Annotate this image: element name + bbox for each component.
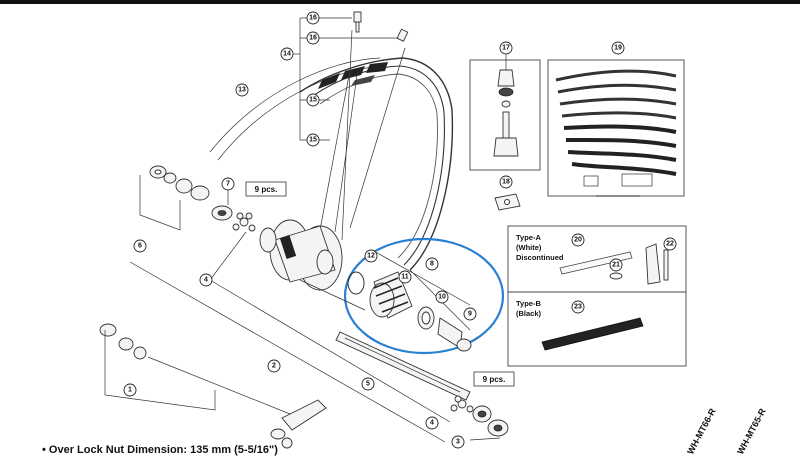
svg-text:15: 15 [309,137,317,144]
rim-tape-parts [541,243,669,351]
top-rule [0,0,800,4]
type-b-title: Type-B [516,299,541,308]
callout-21: 21 [609,258,623,272]
callout-1: 1 [123,383,137,397]
svg-text:23: 23 [574,304,582,311]
svg-text:9: 9 [468,311,472,318]
callout-17: 17 [499,41,513,55]
type-a-title: Type-A [516,233,541,242]
svg-text:6: 6 [138,243,142,250]
callout-15-upper: 15 [306,93,320,107]
svg-text:12: 12 [367,253,375,260]
callout-13: 13 [235,83,249,97]
svg-text:4: 4 [430,420,434,427]
spoke-nipple-parts [353,11,409,42]
svg-text:18: 18 [502,179,510,186]
pcs-label-upper: 9 pcs. [245,181,287,197]
callout-20: 20 [571,233,585,247]
svg-text:22: 22 [666,241,674,248]
svg-text:2: 2 [272,363,276,370]
callout-8: 8 [425,257,439,271]
callout-4-upper: 4 [199,273,213,287]
svg-text:17: 17 [502,45,510,52]
svg-text:8: 8 [430,261,434,268]
axle-part [335,331,471,401]
rim-drawing [209,29,454,271]
callout-3: 3 [451,435,465,449]
callout-6: 6 [133,239,147,253]
callout-22: 22 [663,237,677,251]
svg-text:3: 3 [456,439,460,446]
svg-text:4: 4 [204,277,208,284]
svg-text:13: 13 [238,87,246,94]
callout-4-lower: 4 [425,416,439,430]
freehub-parts [347,249,472,352]
decal-stripes [555,69,677,197]
type-a-color: (White) [516,243,542,252]
callout-2: 2 [267,359,281,373]
callout-16-top: 16 [306,11,320,25]
svg-text:11: 11 [401,274,409,281]
callout-14: 14 [280,47,294,61]
hub-body [259,219,343,291]
svg-text:15: 15 [309,97,317,104]
callout-9: 9 [463,307,477,321]
callout-15-lower: 15 [306,133,320,147]
valve-parts [493,55,519,157]
svg-text:14: 14 [283,51,291,58]
callout-19: 19 [611,41,625,55]
svg-text:10: 10 [438,294,446,301]
svg-text:19: 19 [614,45,622,52]
callout-18: 18 [499,175,513,189]
right-end-parts [450,395,509,437]
quick-release [99,323,327,449]
svg-text:16: 16 [309,15,317,22]
callout-5: 5 [361,377,375,391]
callout-10: 10 [435,290,449,304]
left-axle-parts [139,165,233,231]
callout-7: 7 [221,177,235,191]
svg-text:5: 5 [366,381,370,388]
pcs-label-lower: 9 pcs. [473,371,515,387]
svg-text:9 pcs.: 9 pcs. [483,375,506,384]
callout-12: 12 [364,249,378,263]
part-18 [494,193,521,211]
callout-11: 11 [398,270,412,284]
spoke-star-upper [232,212,256,232]
callout-23: 23 [571,300,585,314]
highlight-ellipse [343,237,505,355]
callout-16-mid: 16 [306,31,320,45]
svg-text:21: 21 [612,262,620,269]
footnote-dimension: • Over Lock Nut Dimension: 135 mm (5-5/1… [42,444,278,456]
svg-text:20: 20 [574,237,582,244]
svg-text:9 pcs.: 9 pcs. [255,185,278,194]
svg-text:7: 7 [226,181,230,188]
type-b-color: (Black) [516,309,542,318]
svg-text:1: 1 [128,387,132,394]
svg-text:16: 16 [309,35,317,42]
type-a-status: Discontinued [516,253,564,262]
